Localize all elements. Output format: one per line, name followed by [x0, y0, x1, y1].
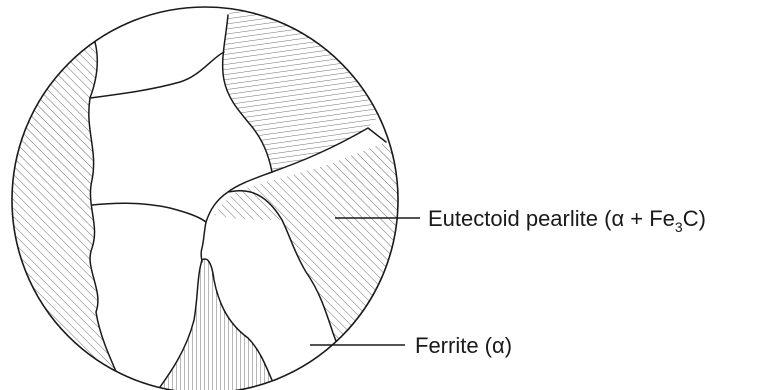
pearlite-label-mid: + Fe [624, 206, 675, 231]
ferrite-label-suffix: ) [505, 333, 512, 358]
pearlite-label-prefix: Eutectoid pearlite ( [428, 206, 612, 231]
pearlite-label-suffix: C) [683, 206, 706, 231]
boundary-middle-horizontal [92, 203, 206, 222]
pearlite-grain-left [0, 42, 126, 390]
ferrite-label-prefix: Ferrite ( [415, 333, 493, 358]
pearlite-label-subscript: 3 [675, 219, 683, 235]
pearlite-label-alpha: α [611, 206, 624, 231]
ferrite-label-alpha: α [492, 333, 505, 358]
pearlite-grain-bottom [155, 259, 278, 390]
pearlite-label: Eutectoid pearlite (α + Fe3C) [428, 206, 706, 235]
ferrite-label: Ferrite (α) [415, 333, 512, 358]
boundary-upper-horizontal [90, 52, 224, 98]
